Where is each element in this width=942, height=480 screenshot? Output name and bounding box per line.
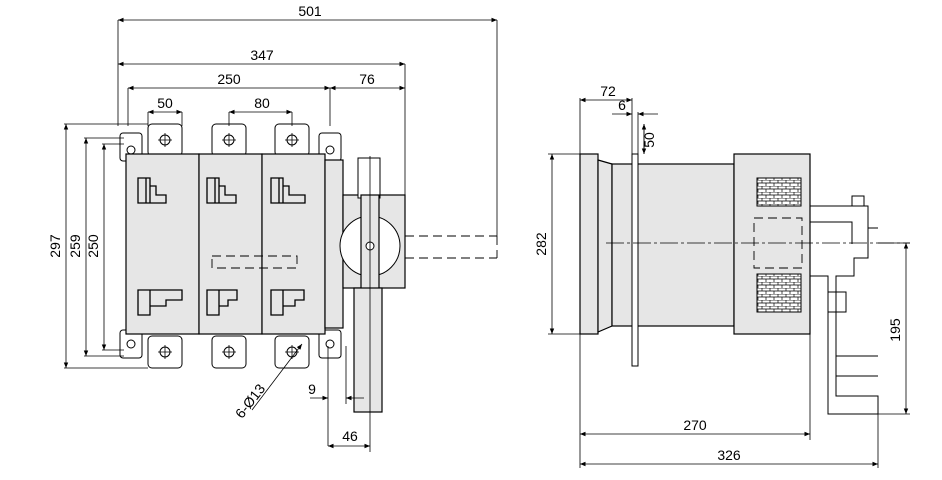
dim-270: 270 xyxy=(683,417,707,433)
dim-259: 259 xyxy=(67,234,83,258)
dim-297: 297 xyxy=(47,234,63,258)
side-dimension-lines-bottom xyxy=(579,334,879,468)
dim-50-side: 50 xyxy=(641,132,657,148)
dim-76: 76 xyxy=(359,71,375,87)
dim-mounting-holes: 6-Ø13 xyxy=(232,381,269,422)
side-handle xyxy=(810,195,879,415)
dim-501: 501 xyxy=(298,3,322,19)
handle-mechanism xyxy=(339,156,406,416)
dim-326: 326 xyxy=(717,447,741,463)
terminals-bottom xyxy=(147,335,310,369)
side-vent-top xyxy=(756,177,802,207)
pole-symbols xyxy=(137,177,306,316)
dim-46: 46 xyxy=(342,428,358,444)
side-dimension-line-282 xyxy=(548,153,580,335)
side-dimension-line-195 xyxy=(878,242,910,415)
dim-6: 6 xyxy=(618,97,626,113)
dim-250-horizontal: 250 xyxy=(217,71,241,87)
internal-shaft xyxy=(211,255,298,269)
front-dimension-lines-top xyxy=(117,17,498,236)
dim-9: 9 xyxy=(308,381,316,397)
extension-shaft xyxy=(405,235,498,259)
side-front-flange xyxy=(579,153,599,335)
dim-50-front: 50 xyxy=(157,95,173,111)
front-dimension-lines-left xyxy=(63,123,148,369)
side-main-body xyxy=(611,163,735,327)
side-vent-bottom xyxy=(756,273,802,313)
front-dimension-lines-bottom xyxy=(251,343,371,452)
dim-282: 282 xyxy=(533,232,549,256)
dim-195: 195 xyxy=(887,318,903,342)
terminals-top xyxy=(147,123,310,157)
dim-80: 80 xyxy=(254,95,270,111)
pole-bodies xyxy=(125,153,344,335)
side-dimension-lines-top xyxy=(579,97,658,154)
dim-347: 347 xyxy=(250,47,274,63)
front-view: 501 347 250 76 50 80 297 259 250 9 46 6-… xyxy=(47,3,498,452)
dim-72: 72 xyxy=(600,83,616,99)
side-view: 72 6 50 282 195 270 326 xyxy=(533,83,910,468)
side-flange-taper xyxy=(597,159,613,333)
side-terminal-blade xyxy=(631,153,639,367)
dim-250-vertical: 250 xyxy=(85,234,101,258)
